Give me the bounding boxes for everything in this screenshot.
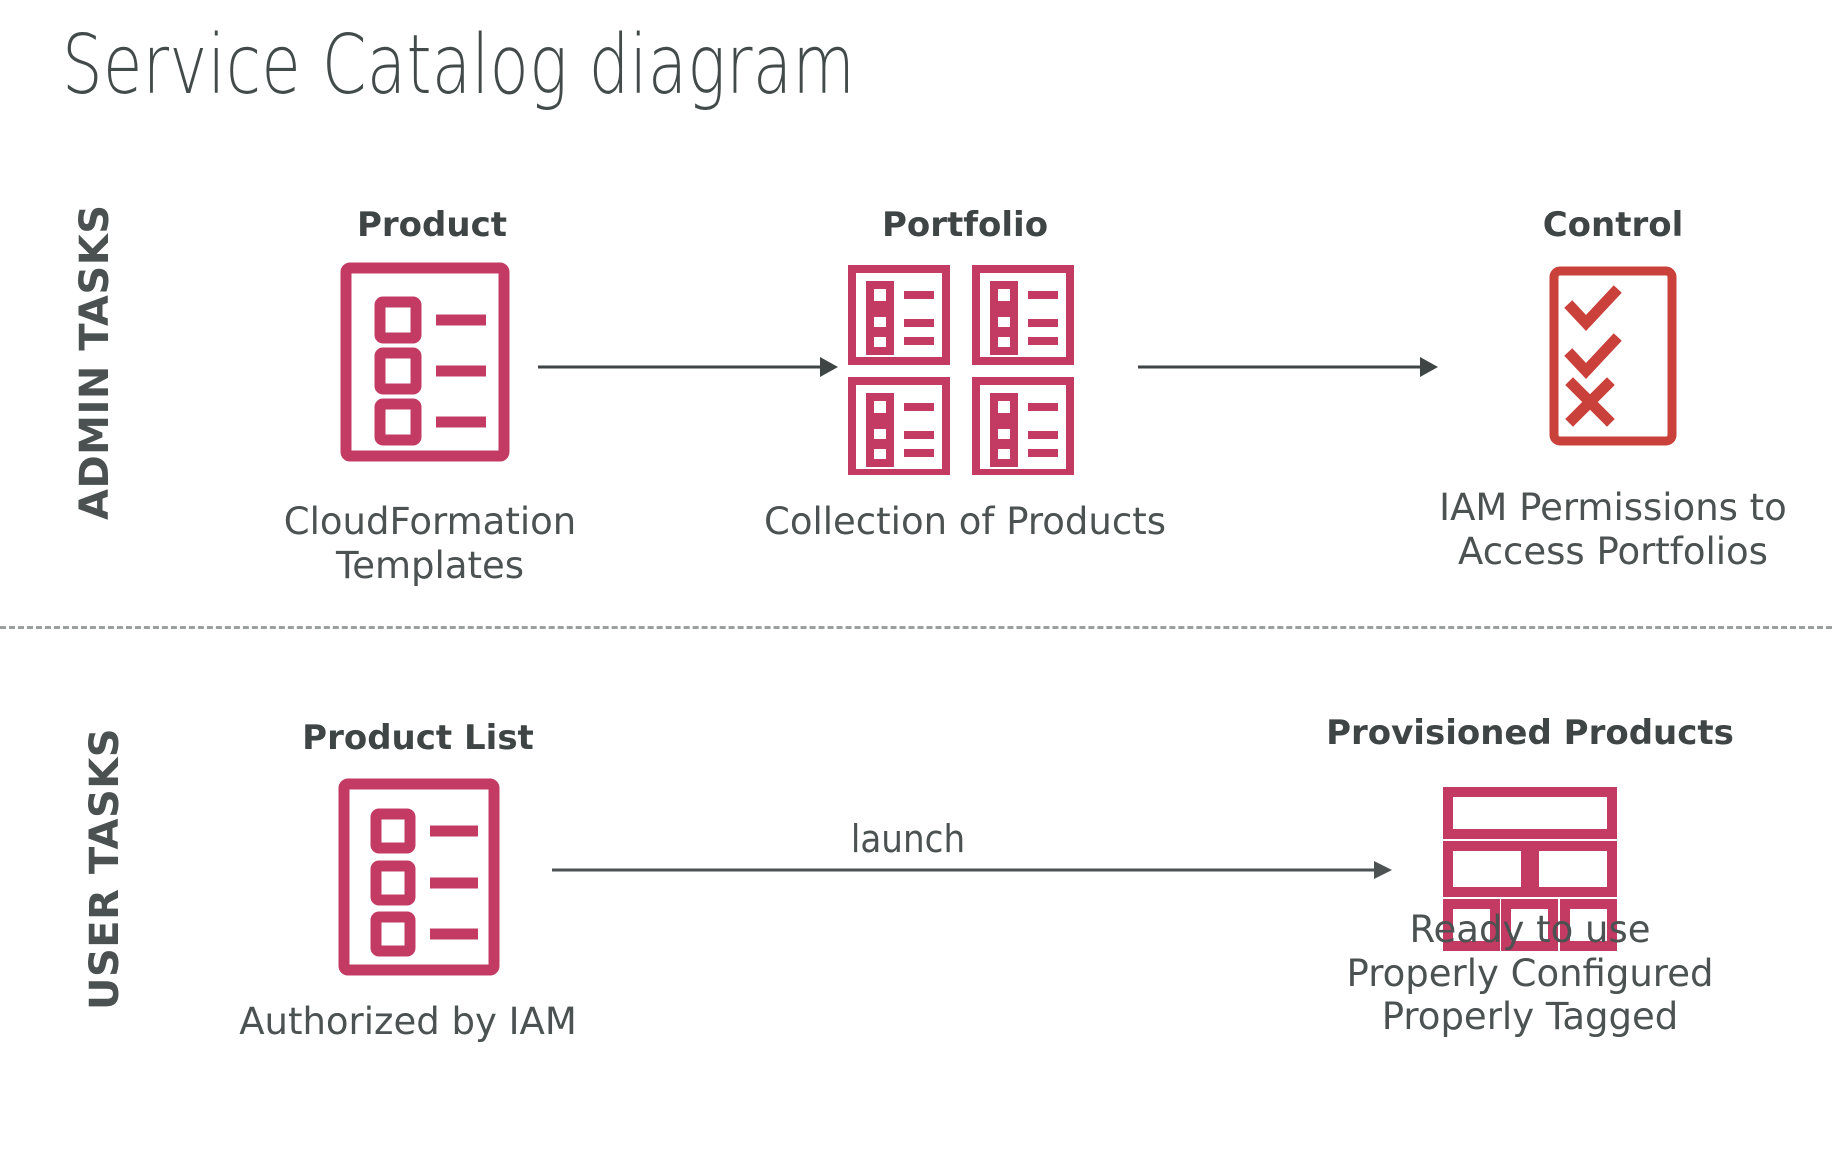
caption-line: Authorized by IAM <box>239 1000 577 1043</box>
portfolio-grid-icon <box>848 265 1078 475</box>
caption-line: Ready to use <box>1409 908 1651 951</box>
node-heading-product-list: Product List <box>302 718 534 758</box>
arrow-label-launch: launch <box>850 817 966 861</box>
node-caption-portfolio: Collection of Products <box>655 500 1275 544</box>
control-checklist-icon <box>1549 266 1677 446</box>
caption-line: Properly Configured <box>1346 951 1714 995</box>
node-heading-product: Product <box>357 205 507 245</box>
caption-line: IAM Permissions to <box>1439 486 1787 529</box>
product-list-icon <box>340 262 510 462</box>
node-heading-portfolio: Portfolio <box>881 205 1049 245</box>
section-label-user-tasks: USER TASKS <box>82 727 128 1010</box>
caption-line: CloudFormation <box>283 500 577 543</box>
arrow-product-to-portfolio <box>538 355 838 379</box>
product-list-icon <box>338 778 500 976</box>
section-divider <box>0 626 1832 629</box>
node-caption-product-list: Authorized by IAM <box>158 1000 658 1044</box>
node-caption-control: IAM Permissions to Access Portfolios <box>1333 486 1832 573</box>
caption-line: Collection of Products <box>764 500 1166 543</box>
node-caption-provisioned-products: Ready to use Properly Configured Properl… <box>1210 908 1832 1039</box>
arrow-launch <box>552 858 1392 882</box>
caption-line: Templates <box>335 543 525 587</box>
node-caption-product: CloudFormation Templates <box>200 500 660 587</box>
arrow-portfolio-to-control <box>1138 355 1438 379</box>
provisioned-blocks-icon <box>1443 787 1617 951</box>
caption-line: Access Portfolios <box>1458 529 1768 573</box>
section-label-admin-tasks: ADMIN TASKS <box>72 204 118 521</box>
caption-line: Properly Tagged <box>1381 995 1679 1039</box>
page-title: Service Catalog diagram <box>62 18 856 113</box>
node-heading-control: Control <box>1542 205 1684 245</box>
node-heading-provisioned-products: Provisioned Products <box>1326 713 1734 753</box>
